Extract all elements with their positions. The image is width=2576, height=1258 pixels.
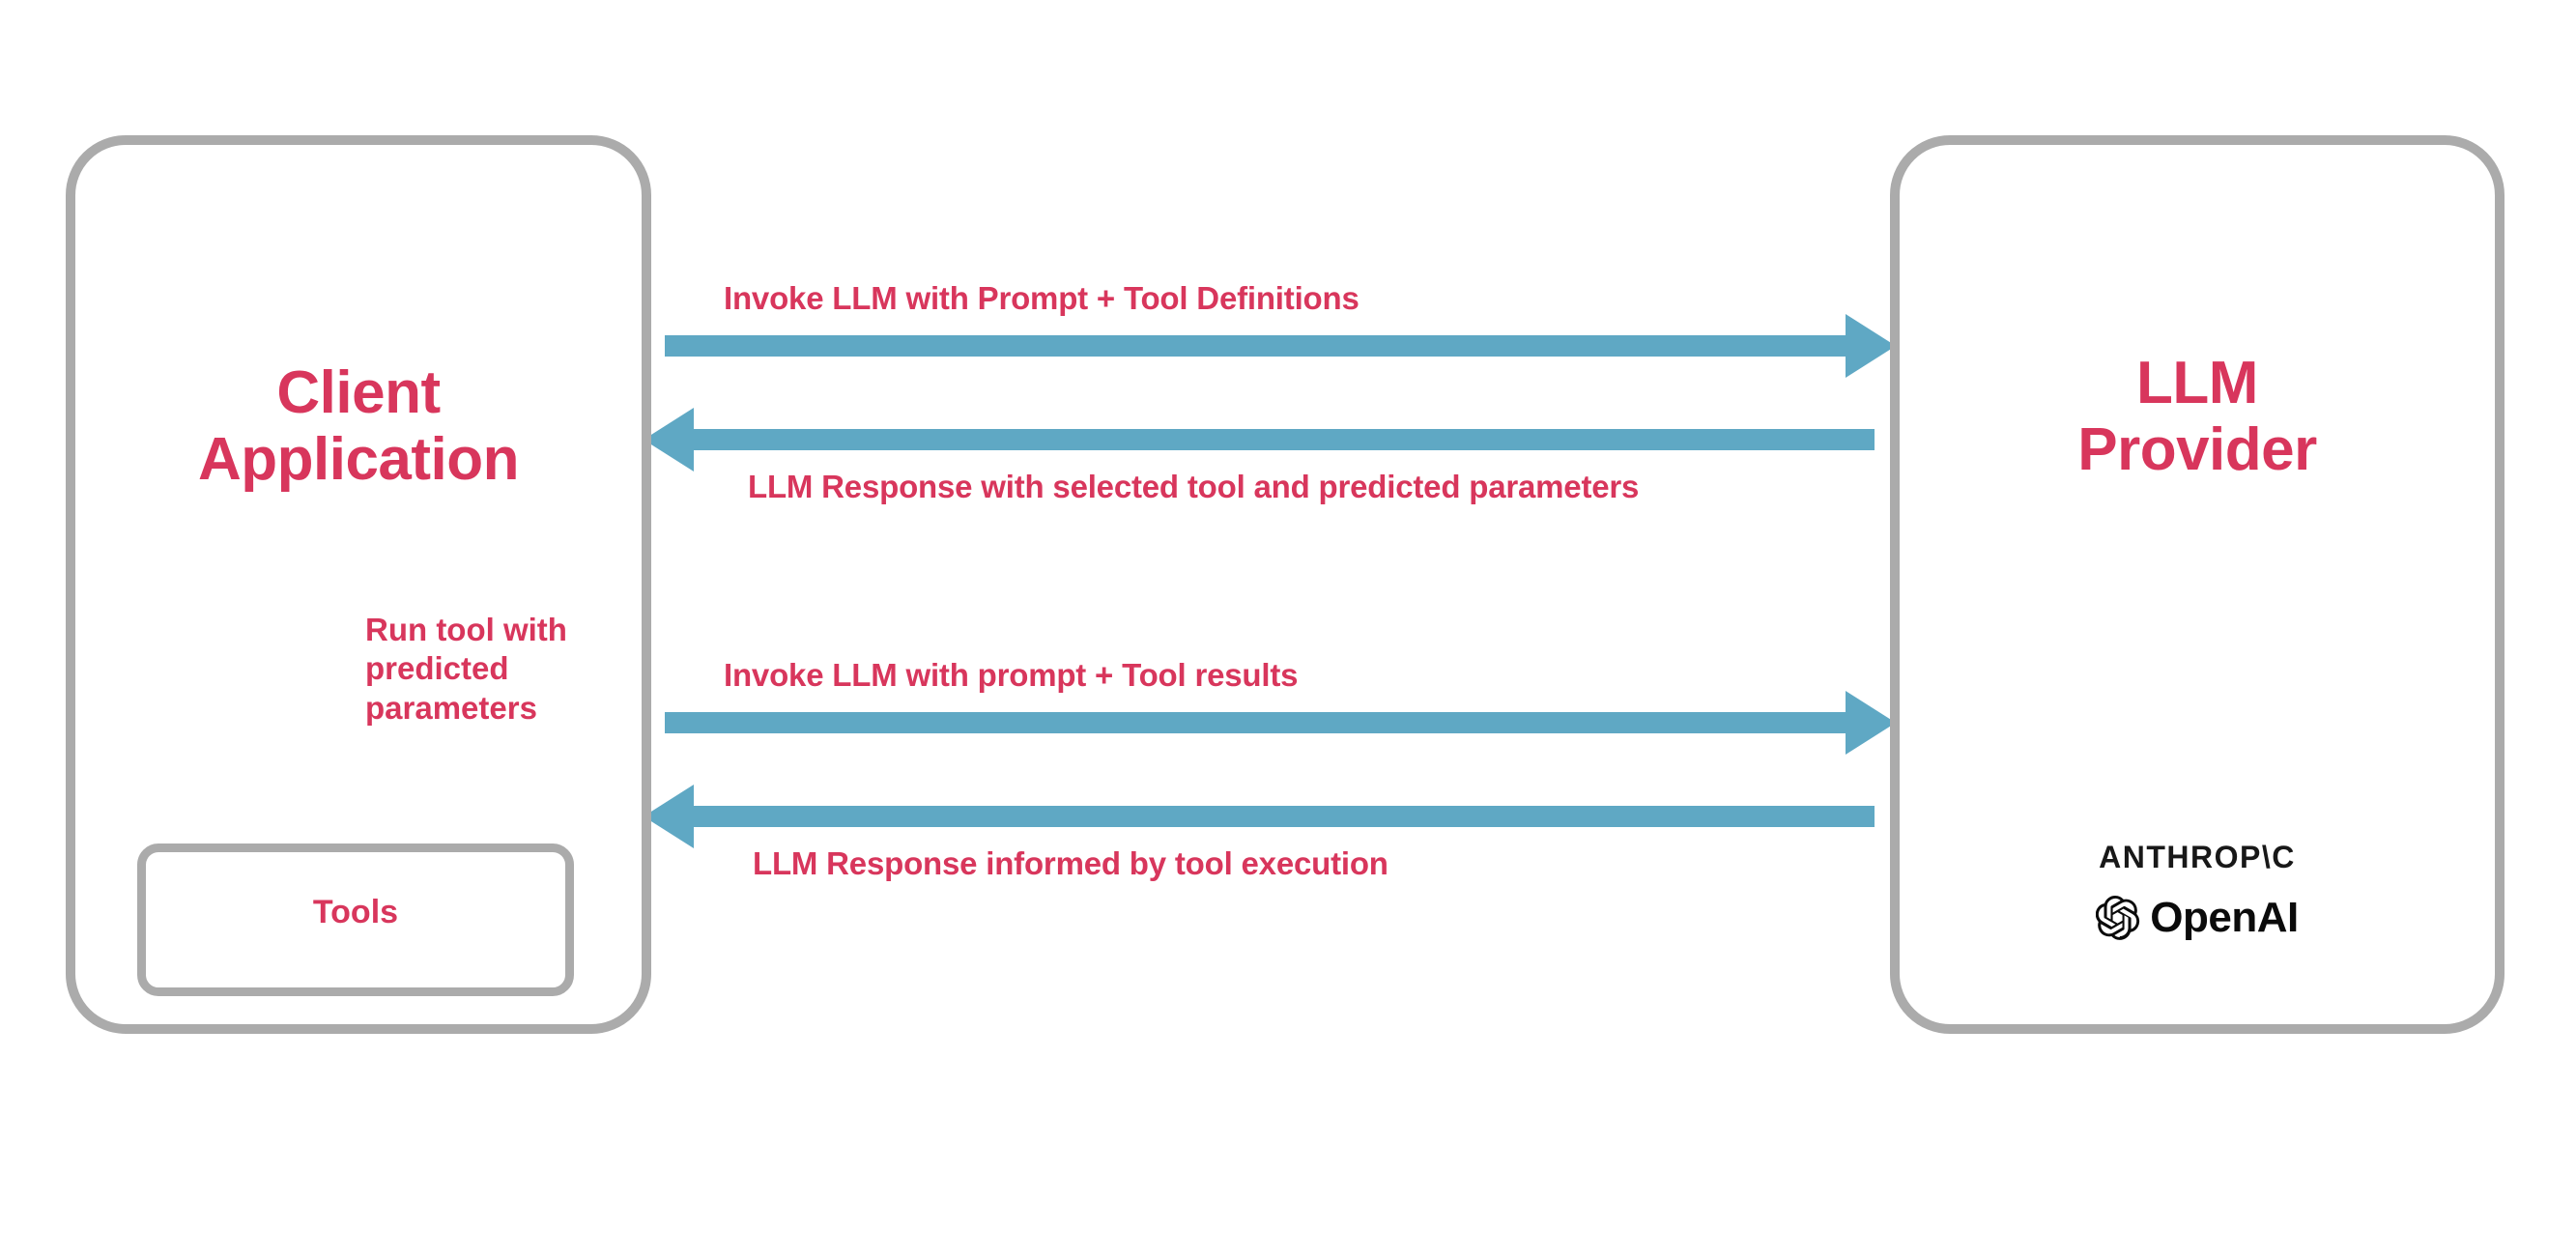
run-tool-arrow-label: Run tool with predicted parameters	[365, 612, 567, 726]
client-application-title: Client Application	[197, 359, 520, 494]
arrow-label-response-2: LLM Response informed by tool execution	[753, 845, 1388, 881]
llm-provider-title: LLM Provider	[2077, 350, 2317, 484]
tools-box[interactable]	[137, 843, 574, 996]
arrow-response-2	[644, 785, 1875, 848]
arrow-label-invoke-2: Invoke LLM with prompt + Tool results	[724, 657, 1299, 693]
openai-mark-icon	[2096, 896, 2140, 940]
llm-provider-box[interactable]	[1890, 135, 2504, 1034]
arrow-label-response-1: LLM Response with selected tool and pred…	[748, 469, 1640, 504]
arrow-response-1	[644, 408, 1875, 472]
openai-logo-row: OpenAI	[1890, 894, 2504, 942]
openai-wordmark: OpenAI	[2150, 894, 2299, 941]
arrow-invoke-1	[665, 314, 1896, 378]
anthropic-logo: ANTHROP\C	[2099, 840, 2296, 874]
arrow-invoke-2	[665, 691, 1896, 755]
arrow-label-invoke-1: Invoke LLM with Prompt + Tool Definition…	[724, 280, 1360, 316]
tools-label: Tools	[312, 894, 399, 930]
